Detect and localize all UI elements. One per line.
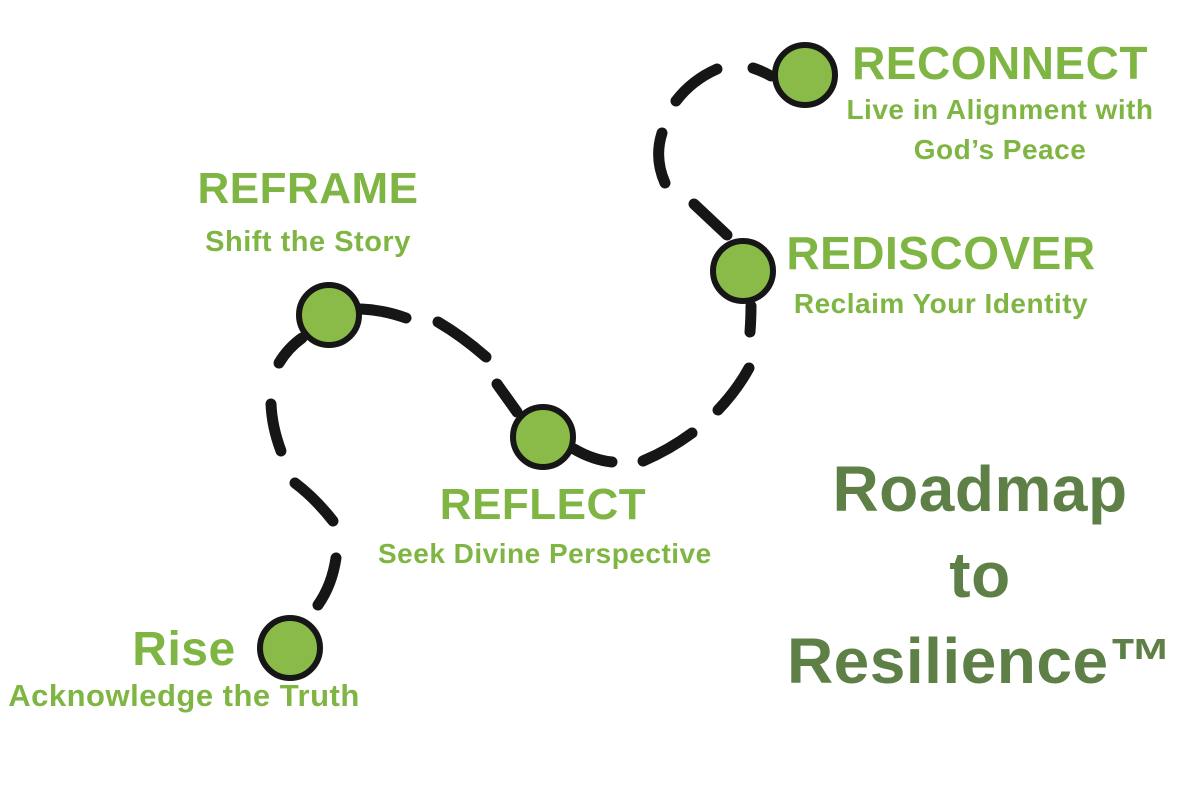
node-circle-reconnect [772,42,838,108]
road-dash [312,552,342,611]
step-rise-sublabel: Acknowledge the Truth [8,678,360,713]
road-dash [265,398,287,457]
diagram-title-line1: Roadmap [832,453,1128,525]
step-reflect: REFLECT Seek Divine Perspective [378,478,712,574]
diagram-title: Roadmap to Resilience™ [770,446,1190,704]
road-dash [355,303,412,324]
node-circle-rediscover [710,238,776,304]
road-dash [491,378,523,418]
node-circle-rise [257,615,323,681]
diagram-title-line2: to [949,539,1011,611]
diagram-title-line3: Resilience™ [786,625,1174,697]
step-rediscover-label: REDISCOVER [786,227,1096,279]
step-rise-label: Rise [132,623,236,676]
road-dash [744,300,757,338]
step-reframe-label: REFRAME [197,164,419,213]
step-reflect-label: REFLECT [439,480,647,529]
road-dash [653,127,671,189]
node-circle-reflect [510,404,576,470]
road-dash [289,477,339,527]
step-reflect-sublabel: Seek Divine Perspective [378,538,712,569]
node-circle-reframe [296,282,362,348]
step-reframe: REFRAME Shift the Story [178,162,438,262]
step-reconnect-sublabel-line2: God’s Peace [913,134,1087,165]
step-rediscover: REDISCOVER Reclaim Your Identity [766,226,1116,324]
road-dash [637,427,698,467]
road-dash [670,63,723,107]
step-reframe-sublabel: Shift the Story [205,226,411,258]
step-reconnect-sublabel-line1: Live in Alignment with [846,94,1154,125]
step-reconnect: RECONNECT Live in Alignment with God’s P… [818,36,1182,170]
road-dash [712,362,755,416]
step-rise: Rise Acknowledge the Truth [0,622,368,716]
road-dash [688,198,733,241]
road-dash [747,62,777,82]
step-rediscover-sublabel: Reclaim Your Identity [793,288,1089,319]
road-dash [273,332,308,369]
road-dash [432,316,492,363]
step-reconnect-label: RECONNECT [852,37,1148,89]
road-dash [568,443,618,468]
